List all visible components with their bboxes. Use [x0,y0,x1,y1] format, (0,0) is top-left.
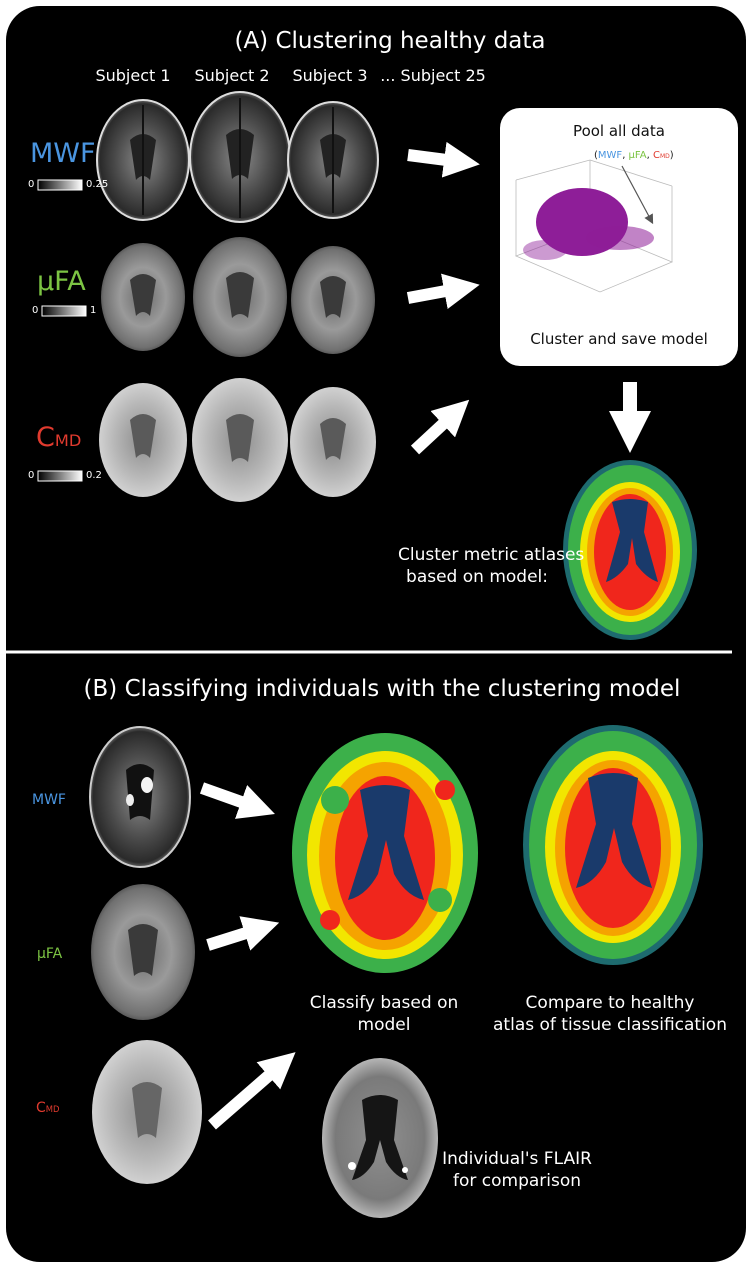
flair-brain [322,1058,438,1218]
pool-box-title: Pool all data [573,122,665,140]
subject-label-3: Subject 3 [292,66,367,85]
mwf-brain-subject3 [288,102,378,218]
individual-mwf-brain [90,727,190,867]
cmd-colorbar [38,471,82,481]
subject-label-2: Subject 2 [194,66,269,85]
cmd-brain-subject3 [290,387,376,497]
b-metric-label-cmd: CMD [36,1100,59,1116]
mwf-scale-min: 0 [28,179,34,190]
cmd-scale-min: 0 [28,470,34,481]
mwf-brain-subject2 [190,92,290,222]
metric-label-mwf: MWF [30,138,96,169]
healthy-atlas-brain-b [523,725,703,965]
arrow-b-mwf [202,788,258,808]
subject-label-25: ... Subject 25 [380,66,486,85]
ufa-scale-max: 1 [90,305,96,316]
pool-box-caption: Cluster and save model [530,330,708,348]
cmd-scale-max: 0.2 [86,470,102,481]
ufa-scale-min: 0 [32,305,38,316]
b-metric-label-ufa: μFA [37,946,62,962]
cmd-brain-subject1 [99,383,187,497]
b-metric-label-mwf: MWF [32,792,66,808]
ufa-brain-subject2 [193,237,287,357]
mwf-scale-max: 0.25 [86,179,108,190]
classified-individual-brain [292,733,478,973]
section-a-title: (A) Clustering healthy data [234,28,545,54]
mwf-colorbar [38,180,82,190]
ufa-brain-subject1 [101,243,185,351]
subject-label-1: Subject 1 [95,66,170,85]
arrow-b-cmd [212,1064,282,1125]
cmd-brain-subject2 [192,378,288,502]
ufa-brain-subject3 [291,246,375,354]
section-b-title: (B) Classifying individuals with the clu… [84,676,681,702]
metric-label-ufa: μFA [37,266,86,297]
arrow-mwf-to-pool [408,155,462,162]
pool-legend: (MWF, μFA, CMD) [594,150,674,161]
arrow-cmd-to-pool [415,412,456,450]
individual-cmd-brain [92,1040,202,1184]
ufa-colorbar [42,306,86,316]
metric-label-cmd: CMD [36,422,81,453]
mwf-brain-subject1 [97,100,189,220]
individual-ufa-brain [91,884,195,1020]
arrow-ufa-to-pool [408,288,462,298]
arrow-b-ufa [208,928,262,945]
